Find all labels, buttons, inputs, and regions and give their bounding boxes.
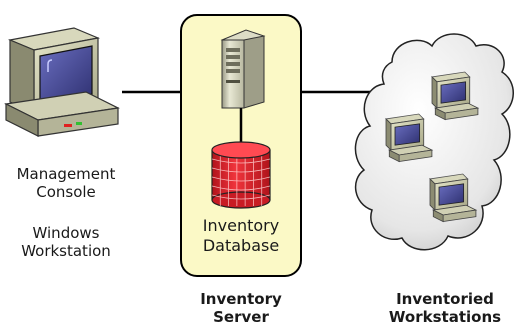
- database-grid-line: [211, 194, 271, 200]
- cloud-icon: [354, 33, 514, 251]
- management-console-label: Management Console: [0, 165, 132, 201]
- management-console-label-line2: Console: [36, 183, 96, 201]
- inventory-server-caption: Inventory Server: [181, 290, 301, 326]
- management-console-computer-icon: [4, 27, 120, 137]
- inventory-server-caption-line1: Inventory: [200, 290, 282, 308]
- database-grid-line: [211, 167, 271, 173]
- database-cylinder-icon: [211, 141, 271, 209]
- inventoried-workstations-caption-line2: Workstations: [388, 308, 502, 326]
- windows-workstation-label-line2: Workstation: [21, 242, 111, 260]
- inventoried-workstations-caption-line1: Inventoried: [396, 290, 494, 308]
- inventory-server-caption-line2: Server: [213, 308, 269, 326]
- inventory-database-label-line1: Inventory: [202, 216, 280, 235]
- windows-workstation-label: Windows Workstation: [0, 224, 132, 260]
- database-grid-line: [211, 176, 271, 182]
- inventory-database-label: Inventory Database: [181, 216, 301, 256]
- inventoried-workstations-caption: Inventoried Workstations: [370, 290, 520, 326]
- inventory-database-label-line2: Database: [202, 236, 280, 255]
- database-grid-line: [211, 185, 271, 191]
- server-tower-icon: [220, 29, 266, 109]
- windows-workstation-label-line1: Windows: [32, 224, 100, 242]
- management-console-label-line1: Management: [16, 165, 116, 183]
- database-grid-line: [211, 158, 271, 164]
